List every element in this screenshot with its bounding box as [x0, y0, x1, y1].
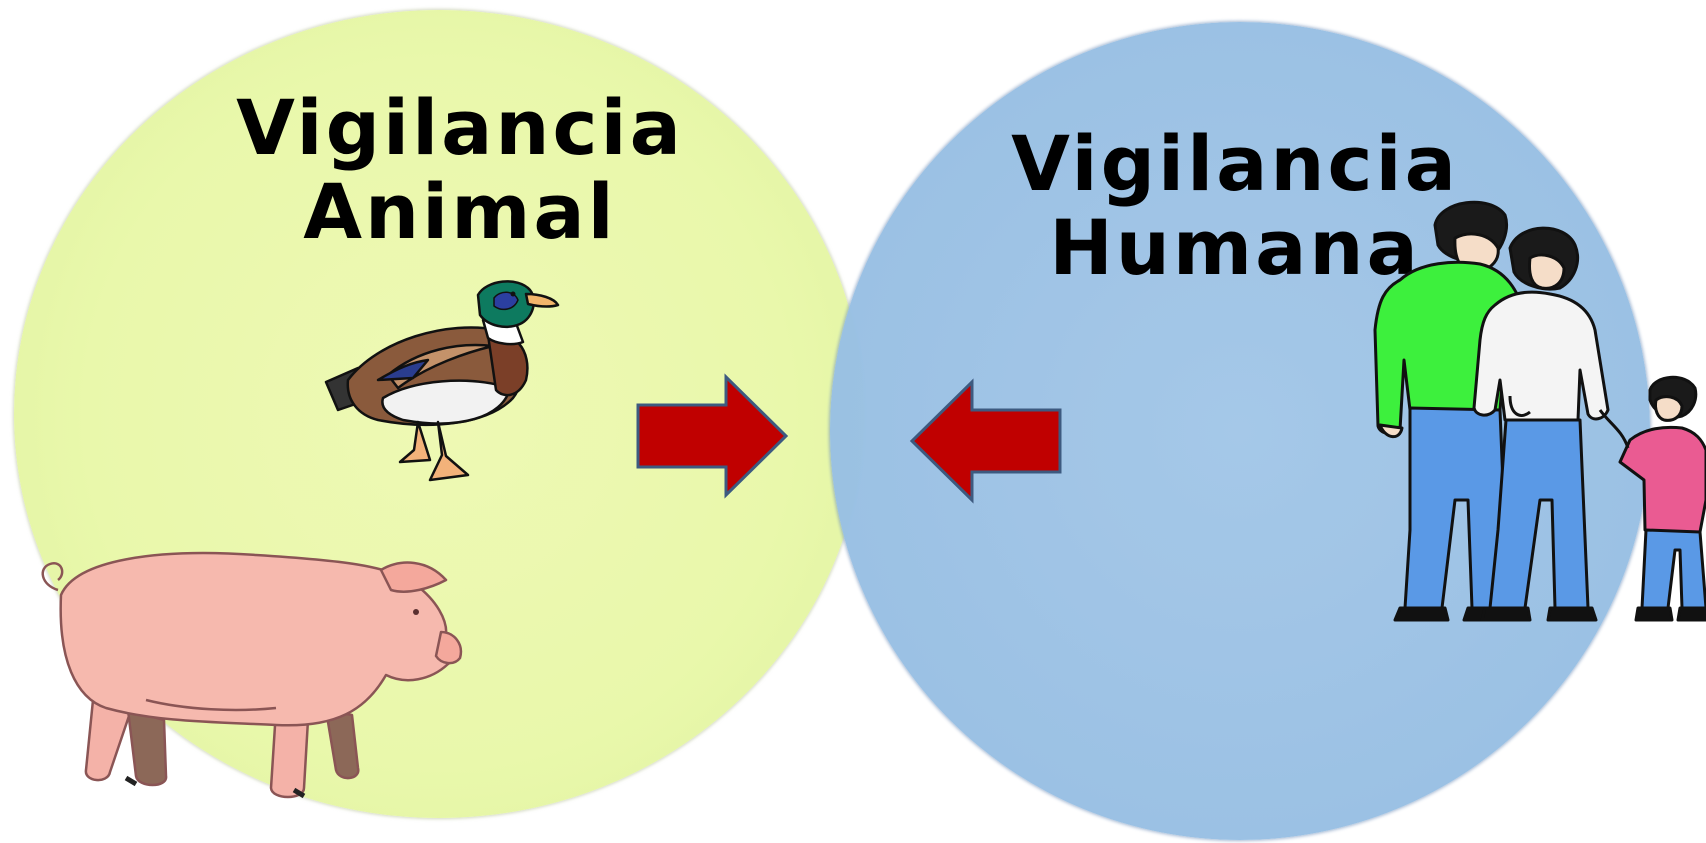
animal-title-line1: Vigilancia: [190, 86, 730, 170]
arrow-left-icon: [910, 380, 1062, 502]
pig-icon: [36, 540, 464, 802]
arrow-right-icon: [636, 375, 788, 497]
animal-title-line2: Animal: [190, 170, 730, 254]
animal-surveillance-title: Vigilancia Animal: [190, 86, 730, 254]
duck-icon: [318, 280, 563, 495]
family-icon: [1360, 200, 1706, 670]
human-title-line1: Vigilancia: [975, 122, 1495, 206]
